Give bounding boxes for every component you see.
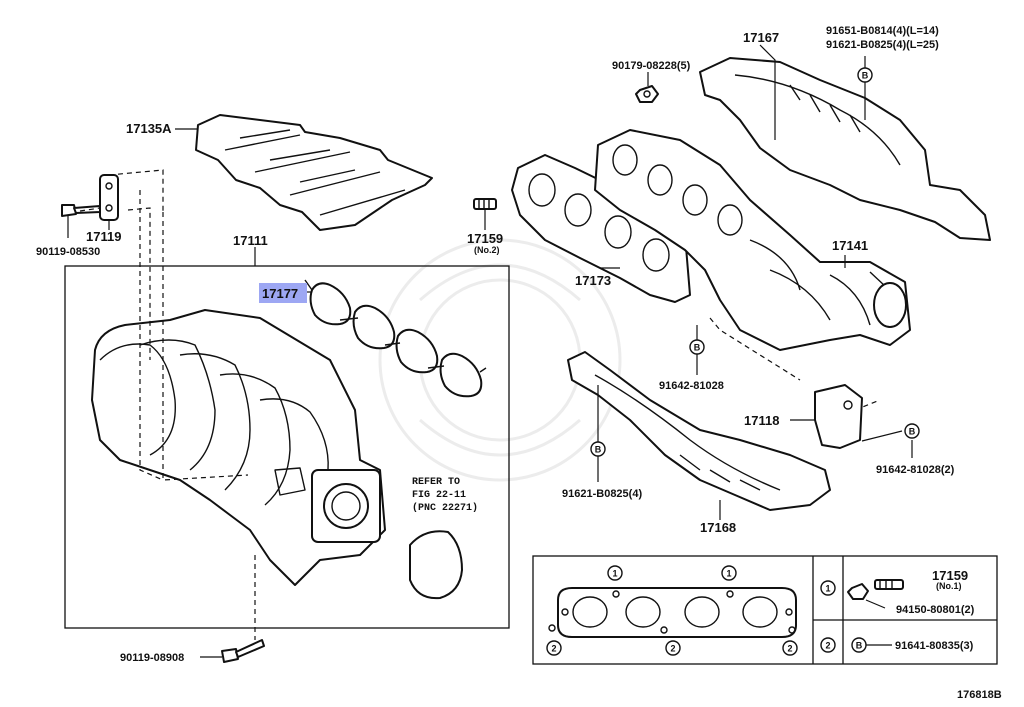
throttle-body-gasket xyxy=(409,530,463,600)
label-90179-08228[interactable]: 90179-08228(5) xyxy=(612,60,691,72)
svg-text:B: B xyxy=(862,71,869,81)
inset-callout-2-b: 2 xyxy=(665,640,681,656)
part-17135A-intake-insulator[interactable] xyxy=(195,114,433,231)
svg-text:B: B xyxy=(595,445,602,455)
part-17111-frame xyxy=(64,265,510,629)
label-17168[interactable]: 17168 xyxy=(700,520,736,535)
label-17118[interactable]: 17118 xyxy=(744,413,779,428)
svg-text:1: 1 xyxy=(825,584,830,594)
inset-stud-17159-no1[interactable] xyxy=(874,579,904,590)
inset-callout-1-right: 1 xyxy=(721,565,737,581)
svg-text:2: 2 xyxy=(825,641,830,651)
inset-key-1: 1 xyxy=(820,580,836,596)
refer-note-line3: (PNC 22271) xyxy=(412,502,478,514)
inset-label-17159[interactable]: 17159 xyxy=(932,568,968,583)
inset-nut-94150[interactable] xyxy=(847,583,869,600)
refer-note-line1: REFER TO xyxy=(412,477,460,488)
label-90119-08908[interactable]: 90119-08908 xyxy=(120,652,184,664)
label-91621-B0825-L25[interactable]: 91621-B0825(4)(L=25) xyxy=(826,39,939,51)
inset-box xyxy=(532,555,998,665)
part-90179-08228-nut[interactable] xyxy=(635,85,659,103)
part-17173-exhaust-gasket[interactable] xyxy=(511,154,691,303)
svg-text:B: B xyxy=(694,343,701,353)
part-17118-bracket[interactable] xyxy=(814,384,863,449)
svg-text:1: 1 xyxy=(612,569,617,579)
svg-text:2: 2 xyxy=(551,644,556,654)
inset-marker-b: B xyxy=(851,637,867,653)
label-91642-81028[interactable]: 91642-81028 xyxy=(659,380,724,392)
bolt-marker-b-4: B xyxy=(590,441,606,457)
svg-text:2: 2 xyxy=(787,644,792,654)
label-17111[interactable]: 17111 xyxy=(233,233,268,248)
part-17141-exhaust-manifold[interactable] xyxy=(594,129,911,351)
inset-callout-2-a: 2 xyxy=(546,640,562,656)
inset-key-2: 2 xyxy=(820,637,836,653)
label-90119-08530[interactable]: 90119-08530 xyxy=(36,246,100,258)
inset-label-91641[interactable]: 91641-80835(3) xyxy=(895,640,974,652)
inset-lead-94150 xyxy=(865,599,886,609)
label-91651-B0814[interactable]: 91651-B0814(4)(L=14) xyxy=(826,25,939,37)
part-90119-08530-bolt[interactable] xyxy=(61,204,101,217)
refer-note-line2[interactable]: FIG 22-11 xyxy=(412,490,466,501)
bolt-marker-b-2: B xyxy=(689,339,705,355)
svg-text:B: B xyxy=(909,427,916,437)
inset-label-17159-sub: (No.1) xyxy=(936,581,962,591)
label-17173[interactable]: 17173 xyxy=(575,273,611,288)
leader-lines xyxy=(67,44,913,658)
highlight-17177 xyxy=(259,283,307,303)
part-17159-stud-no2[interactable] xyxy=(473,198,497,210)
inset-gasket-drawing xyxy=(548,587,797,638)
part-90119-08908-bolt[interactable] xyxy=(221,639,265,663)
inset-callout-2-c: 2 xyxy=(782,640,798,656)
label-17119[interactable]: 17119 xyxy=(86,229,121,244)
bolt-marker-b-3: B xyxy=(904,423,920,439)
label-17135A[interactable]: 17135A xyxy=(126,121,172,136)
watermark-emblem xyxy=(378,238,622,482)
label-17167[interactable]: 17167 xyxy=(743,30,779,45)
part-17167-exhaust-insulator[interactable] xyxy=(699,57,991,241)
part-17168-lower-insulator[interactable] xyxy=(567,351,831,511)
part-17119-bracket[interactable] xyxy=(99,174,119,221)
svg-text:2: 2 xyxy=(670,644,675,654)
figure-id: 176818B xyxy=(957,689,1002,701)
svg-text:B: B xyxy=(856,641,863,651)
bolt-marker-b-1: B xyxy=(857,67,873,83)
label-17177[interactable]: 17177 xyxy=(262,286,298,301)
label-91642-81028-2[interactable]: 91642-81028(2) xyxy=(876,464,955,476)
inset-label-94150[interactable]: 94150-80801(2) xyxy=(896,604,975,616)
inset-callout-1-left: 1 xyxy=(607,565,623,581)
label-17141[interactable]: 17141 xyxy=(832,238,868,253)
label-17159-no2[interactable]: 17159 xyxy=(467,231,503,246)
label-17159-no2-sub: (No.2) xyxy=(474,245,500,255)
part-17111-intake-manifold[interactable] xyxy=(91,309,386,586)
svg-text:1: 1 xyxy=(726,569,731,579)
label-91621-B0825-4[interactable]: 91621-B0825(4) xyxy=(562,488,642,500)
part-17177-intake-gasket[interactable] xyxy=(304,279,487,398)
